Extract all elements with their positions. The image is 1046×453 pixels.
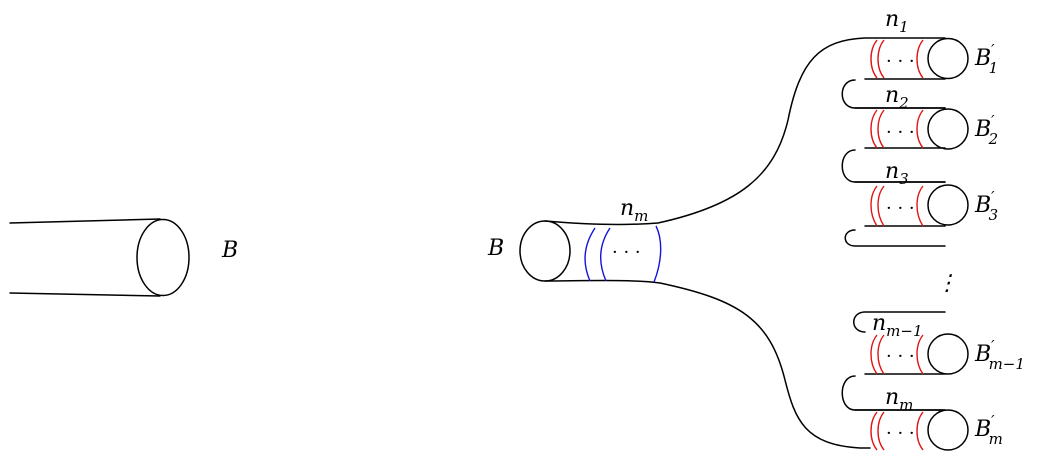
segment-3-twist-3: [916, 185, 924, 227]
segment-m: · · · nm B′m: [854, 385, 1003, 451]
segment-2-twist-1: [870, 109, 878, 149]
segment-m-minus-1-b-label: B′m−1: [974, 337, 1025, 373]
segment-1-boundary-circle: [927, 37, 969, 80]
segment-2-boundary-circle: [927, 108, 969, 150]
segment-2-b-label: B′2: [974, 112, 998, 148]
segment-2-dots: · · ·: [886, 122, 915, 143]
segment-2-n-label: n2: [885, 83, 909, 112]
left-tube-bottom-edge: [9, 292, 161, 297]
left-tube-end-circle: [136, 218, 190, 297]
segment-2: · · · n2 B′2: [841, 83, 998, 183]
segment-1: · · · n1 B′1: [841, 7, 998, 109]
base-twist-2: [600, 227, 611, 282]
left-tube: B: [9, 218, 238, 297]
segment-2-twist-2: [877, 109, 885, 149]
segment-3-lower-fold: [844, 225, 946, 247]
segment-m-minus-1: · · · nm−1 B′m−1: [841, 311, 1025, 411]
segment-3-boundary-circle: [927, 184, 969, 226]
segment-1-b-label: B′1: [974, 41, 998, 77]
segment-m-twist-1: [870, 411, 878, 451]
base-label: B: [487, 236, 504, 261]
segment-m-minus-1-twist-3: [916, 334, 924, 375]
segment-2-twist-3: [916, 109, 924, 149]
segment-3-n-label: n3: [885, 159, 909, 188]
left-tube-label: B: [221, 238, 238, 263]
segment-3-b-label: B′3: [974, 188, 998, 224]
outer-top-edge: [544, 37, 946, 226]
segment-m-n-label: nm: [885, 385, 913, 414]
segment-3-dots: · · ·: [886, 198, 915, 219]
base-twist-1: [584, 227, 596, 282]
segment-m-twist-3: [916, 411, 924, 451]
base-band-label: nm: [620, 196, 648, 225]
segment-1-dots: · · ·: [886, 51, 915, 72]
segment-m-minus-1-twist-1: [870, 334, 878, 375]
segment-m-minus-1-upper-fold: [853, 311, 946, 333]
segment-1-twist-3: [916, 39, 924, 79]
segment-m-dots: · · ·: [886, 423, 915, 444]
segments-vertical-dots: ⋮: [936, 271, 958, 296]
segment-1-twist-1: [870, 39, 878, 79]
segment-m-minus-1-boundary-circle: [927, 333, 969, 375]
left-tube-top-edge: [9, 218, 161, 224]
segment-m-b-label: B′m: [974, 412, 1003, 448]
segment-3-twist-1: [870, 185, 878, 227]
branched-cobordism: B · · · nm · · · n1 B′1 · · · n: [487, 7, 1025, 451]
segment-m-minus-1-n-label: nm−1: [872, 311, 923, 340]
segment-1-n-label: n1: [885, 7, 909, 36]
segment-1-twist-2: [877, 39, 885, 79]
segment-m-minus-1-dots: · · ·: [886, 346, 915, 367]
segment-m-twist-2: [877, 411, 885, 451]
base-twist-3: [653, 225, 662, 283]
segment-m-boundary-circle: [927, 409, 969, 451]
segment-3: · · · n3 B′3: [844, 159, 998, 247]
base-circle: [519, 220, 571, 282]
outer-bottom-edge: [544, 279, 871, 449]
segment-m-minus-1-twist-2: [877, 334, 885, 375]
base-band-dots: · · ·: [612, 242, 641, 263]
segment-3-twist-2: [877, 185, 885, 227]
